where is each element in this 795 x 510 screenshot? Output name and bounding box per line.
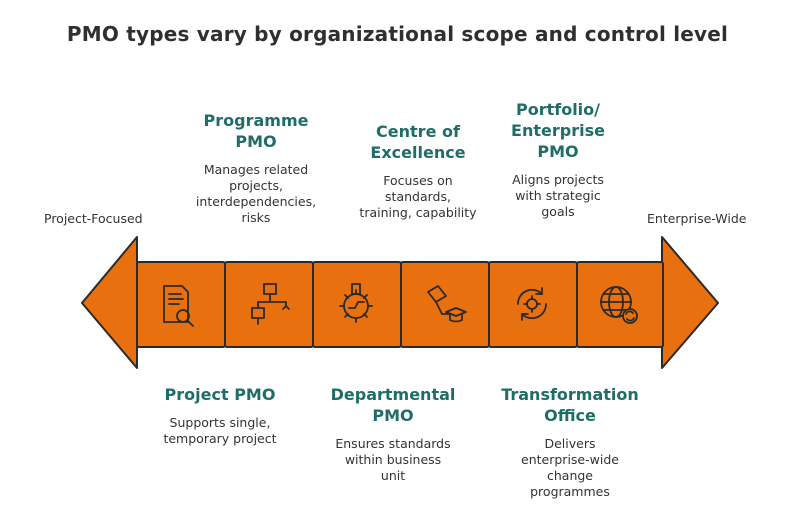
diagram-title: PMO types vary by organizational scope a…	[66, 22, 729, 46]
scale-right-label: Enterprise-Wide	[647, 211, 747, 226]
type-description: Supports single, temporary project	[163, 415, 277, 446]
type-centre-of-excellence: Centre of Excellence Focuses on standard…	[338, 121, 498, 221]
type-departmental-pmo: Departmental PMO Ensures standards withi…	[308, 384, 478, 484]
type-heading: Programme PMO	[203, 111, 309, 151]
segment-project-pmo	[136, 261, 226, 348]
segment-centre-of-excellence	[400, 261, 490, 348]
globe-sync-icon	[600, 286, 638, 324]
type-heading: Centre of Excellence	[370, 122, 466, 162]
type-programme-pmo: Programme PMO Manages related projects, …	[176, 110, 336, 226]
type-heading: Portfolio/ Enterprise PMO	[511, 100, 605, 161]
type-description: Manages related projects, interdependenc…	[195, 162, 317, 225]
type-heading: Transformation Office	[501, 385, 639, 425]
segment-transformation-office	[488, 261, 578, 348]
flowchart-icon	[251, 283, 290, 325]
document-search-icon	[163, 285, 194, 327]
type-heading: Departmental PMO	[330, 385, 456, 425]
type-description: Delivers enterprise-wide change programm…	[521, 436, 619, 499]
type-description: Aligns projects with strategic goals	[512, 172, 604, 219]
segment-portfolio-pmo	[576, 261, 664, 348]
right-arrowhead	[661, 236, 719, 369]
scale-left-label: Project-Focused	[44, 211, 143, 226]
type-transformation-office: Transformation Office Delivers enterpris…	[488, 384, 652, 500]
cycle-gear-icon	[517, 287, 547, 321]
type-project-pmo: Project PMO Supports single, temporary p…	[140, 384, 300, 447]
segment-programme-pmo	[224, 261, 314, 348]
type-description: Ensures standards within business unit	[335, 436, 451, 483]
left-arrowhead	[81, 236, 138, 369]
gear-hand-icon	[339, 283, 373, 323]
lamp-graduation-icon	[427, 285, 467, 323]
type-heading: Project PMO	[164, 385, 276, 404]
type-portfolio-enterprise-pmo: Portfolio/ Enterprise PMO Aligns project…	[478, 99, 638, 220]
type-description: Focuses on standards, training, capabili…	[359, 173, 477, 220]
